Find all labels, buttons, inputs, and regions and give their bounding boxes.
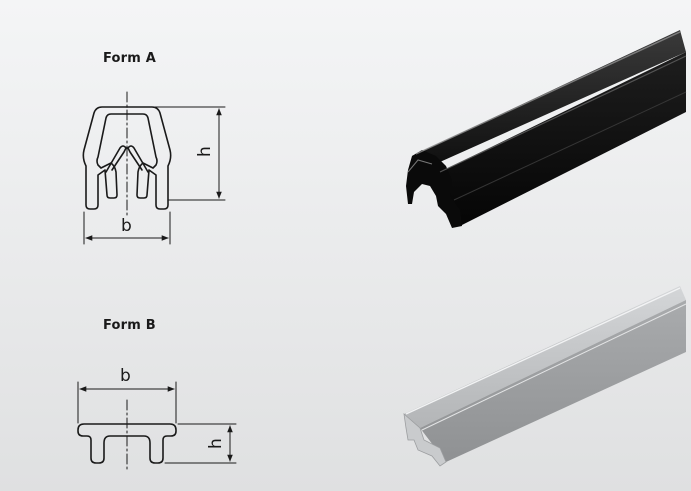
form-a-drawing bbox=[82, 91, 226, 245]
black-profile-rail bbox=[406, 30, 687, 228]
form-a-height-label: h bbox=[195, 146, 215, 157]
grey-rail-end-face bbox=[403, 412, 447, 467]
black-rail-side-face bbox=[432, 52, 686, 226]
form-a-flap-right bbox=[127, 145, 149, 173]
form-a-profile-left bbox=[82, 106, 128, 210]
black-rail-top-face bbox=[412, 30, 686, 170]
grey-rail-top-face bbox=[404, 286, 686, 428]
grey-rail-highlight-edge bbox=[421, 303, 687, 431]
black-rail-highlight-top bbox=[415, 31, 681, 155]
grey-rail-side-face bbox=[420, 300, 686, 462]
form-b-width-label: b bbox=[120, 366, 131, 386]
form-b-height-label: h bbox=[206, 438, 226, 449]
black-rail-highlight-end bbox=[407, 159, 433, 173]
black-rail-highlight-low bbox=[453, 91, 687, 201]
form-a-flap-left bbox=[105, 145, 127, 173]
form-b-profile bbox=[77, 423, 177, 464]
black-rail-end-face bbox=[406, 150, 462, 228]
form-a-title: Form A bbox=[103, 51, 157, 66]
form-a-width-label: b bbox=[121, 216, 132, 236]
form-b-title: Form B bbox=[103, 318, 156, 333]
black-rail-highlight-mid bbox=[439, 55, 687, 173]
grey-profile-rail bbox=[403, 286, 687, 467]
form-a-profile-right bbox=[126, 106, 172, 210]
form-b-drawing bbox=[77, 381, 237, 471]
grey-rail-highlight-top bbox=[405, 287, 681, 415]
